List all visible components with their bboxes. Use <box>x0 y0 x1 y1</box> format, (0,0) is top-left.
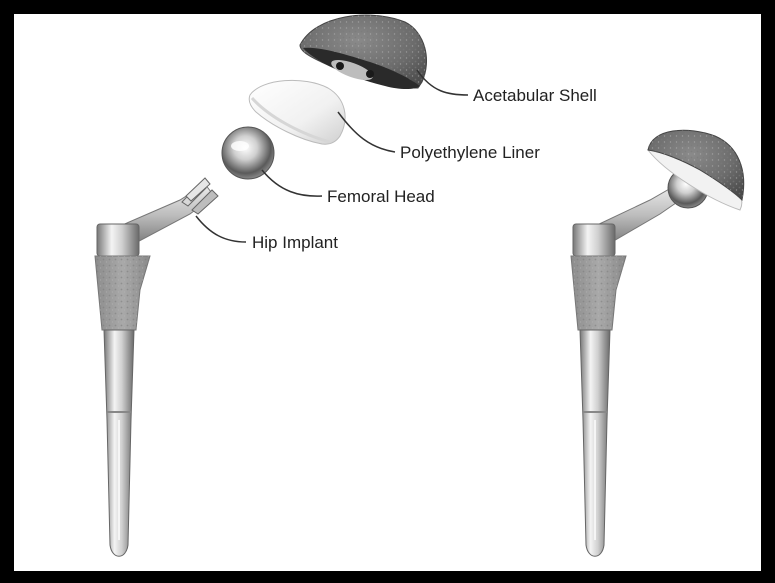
label-acetabular-shell: Acetabular Shell <box>473 86 597 105</box>
label-hip-implant: Hip Implant <box>252 233 338 252</box>
assembled-prosthesis <box>571 130 744 556</box>
label-polyethylene-liner: Polyethylene Liner <box>400 143 540 162</box>
implant-leader-line <box>196 216 246 242</box>
diagram-panel: Acetabular Shell Polyethylene Liner Femo… <box>14 14 761 571</box>
acetabular-shell <box>300 15 427 89</box>
hip-prosthesis-diagram: Acetabular Shell Polyethylene Liner Femo… <box>14 14 761 571</box>
head-leader-line <box>262 170 322 196</box>
femoral-head-ball <box>222 127 274 179</box>
liner-leader-line <box>338 112 395 152</box>
label-femoral-head: Femoral Head <box>327 187 435 206</box>
hip-implant-stem-left <box>95 178 218 556</box>
